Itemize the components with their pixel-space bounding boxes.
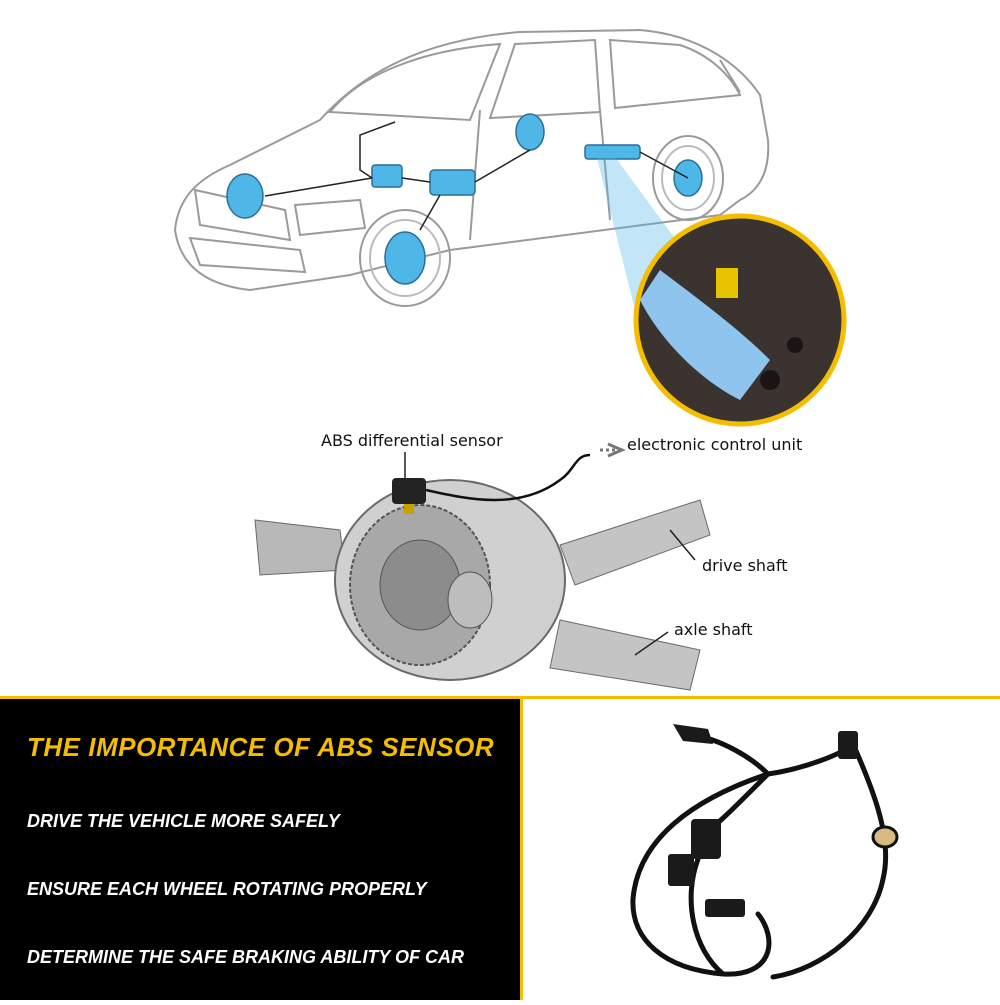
illustration-graphics: [173, 28, 847, 691]
photo-divider: [520, 699, 523, 1000]
info-point-3: DETERMINE THE SAFE BRAKING ABILITY OF CA…: [27, 947, 465, 967]
differential-diagram: [254, 442, 711, 691]
info-point-2: ENSURE EACH WHEEL ROTATING PROPERLY: [27, 879, 427, 899]
car-outline-drawing: [173, 28, 770, 307]
info-heading: THE IMPORTANCE OF ABS SENSOR: [27, 732, 495, 762]
callout-lines: [404, 452, 696, 656]
abs-system-illustration: ABS differential sensor electronic contr…: [173, 28, 847, 691]
electronic-control-unit-label: electronic control unit: [627, 435, 803, 454]
abs-differential-sensor-label: ABS differential sensor: [321, 431, 503, 450]
abs-sensor-product-photo: [523, 699, 1000, 1000]
section-divider: [0, 696, 1000, 699]
abs-sensor-cable-image: [630, 724, 899, 980]
abs-wiring: [264, 121, 689, 231]
info-panel: THE IMPORTANCE OF ABS SENSOR DRIVE THE V…: [0, 699, 520, 1000]
drive-shaft-label: drive shaft: [702, 556, 788, 575]
info-point-1: DRIVE THE VEHICLE MORE SAFELY: [27, 811, 340, 831]
axle-shaft-label: axle shaft: [674, 620, 753, 639]
sensor-closeup-photo: [633, 213, 847, 427]
